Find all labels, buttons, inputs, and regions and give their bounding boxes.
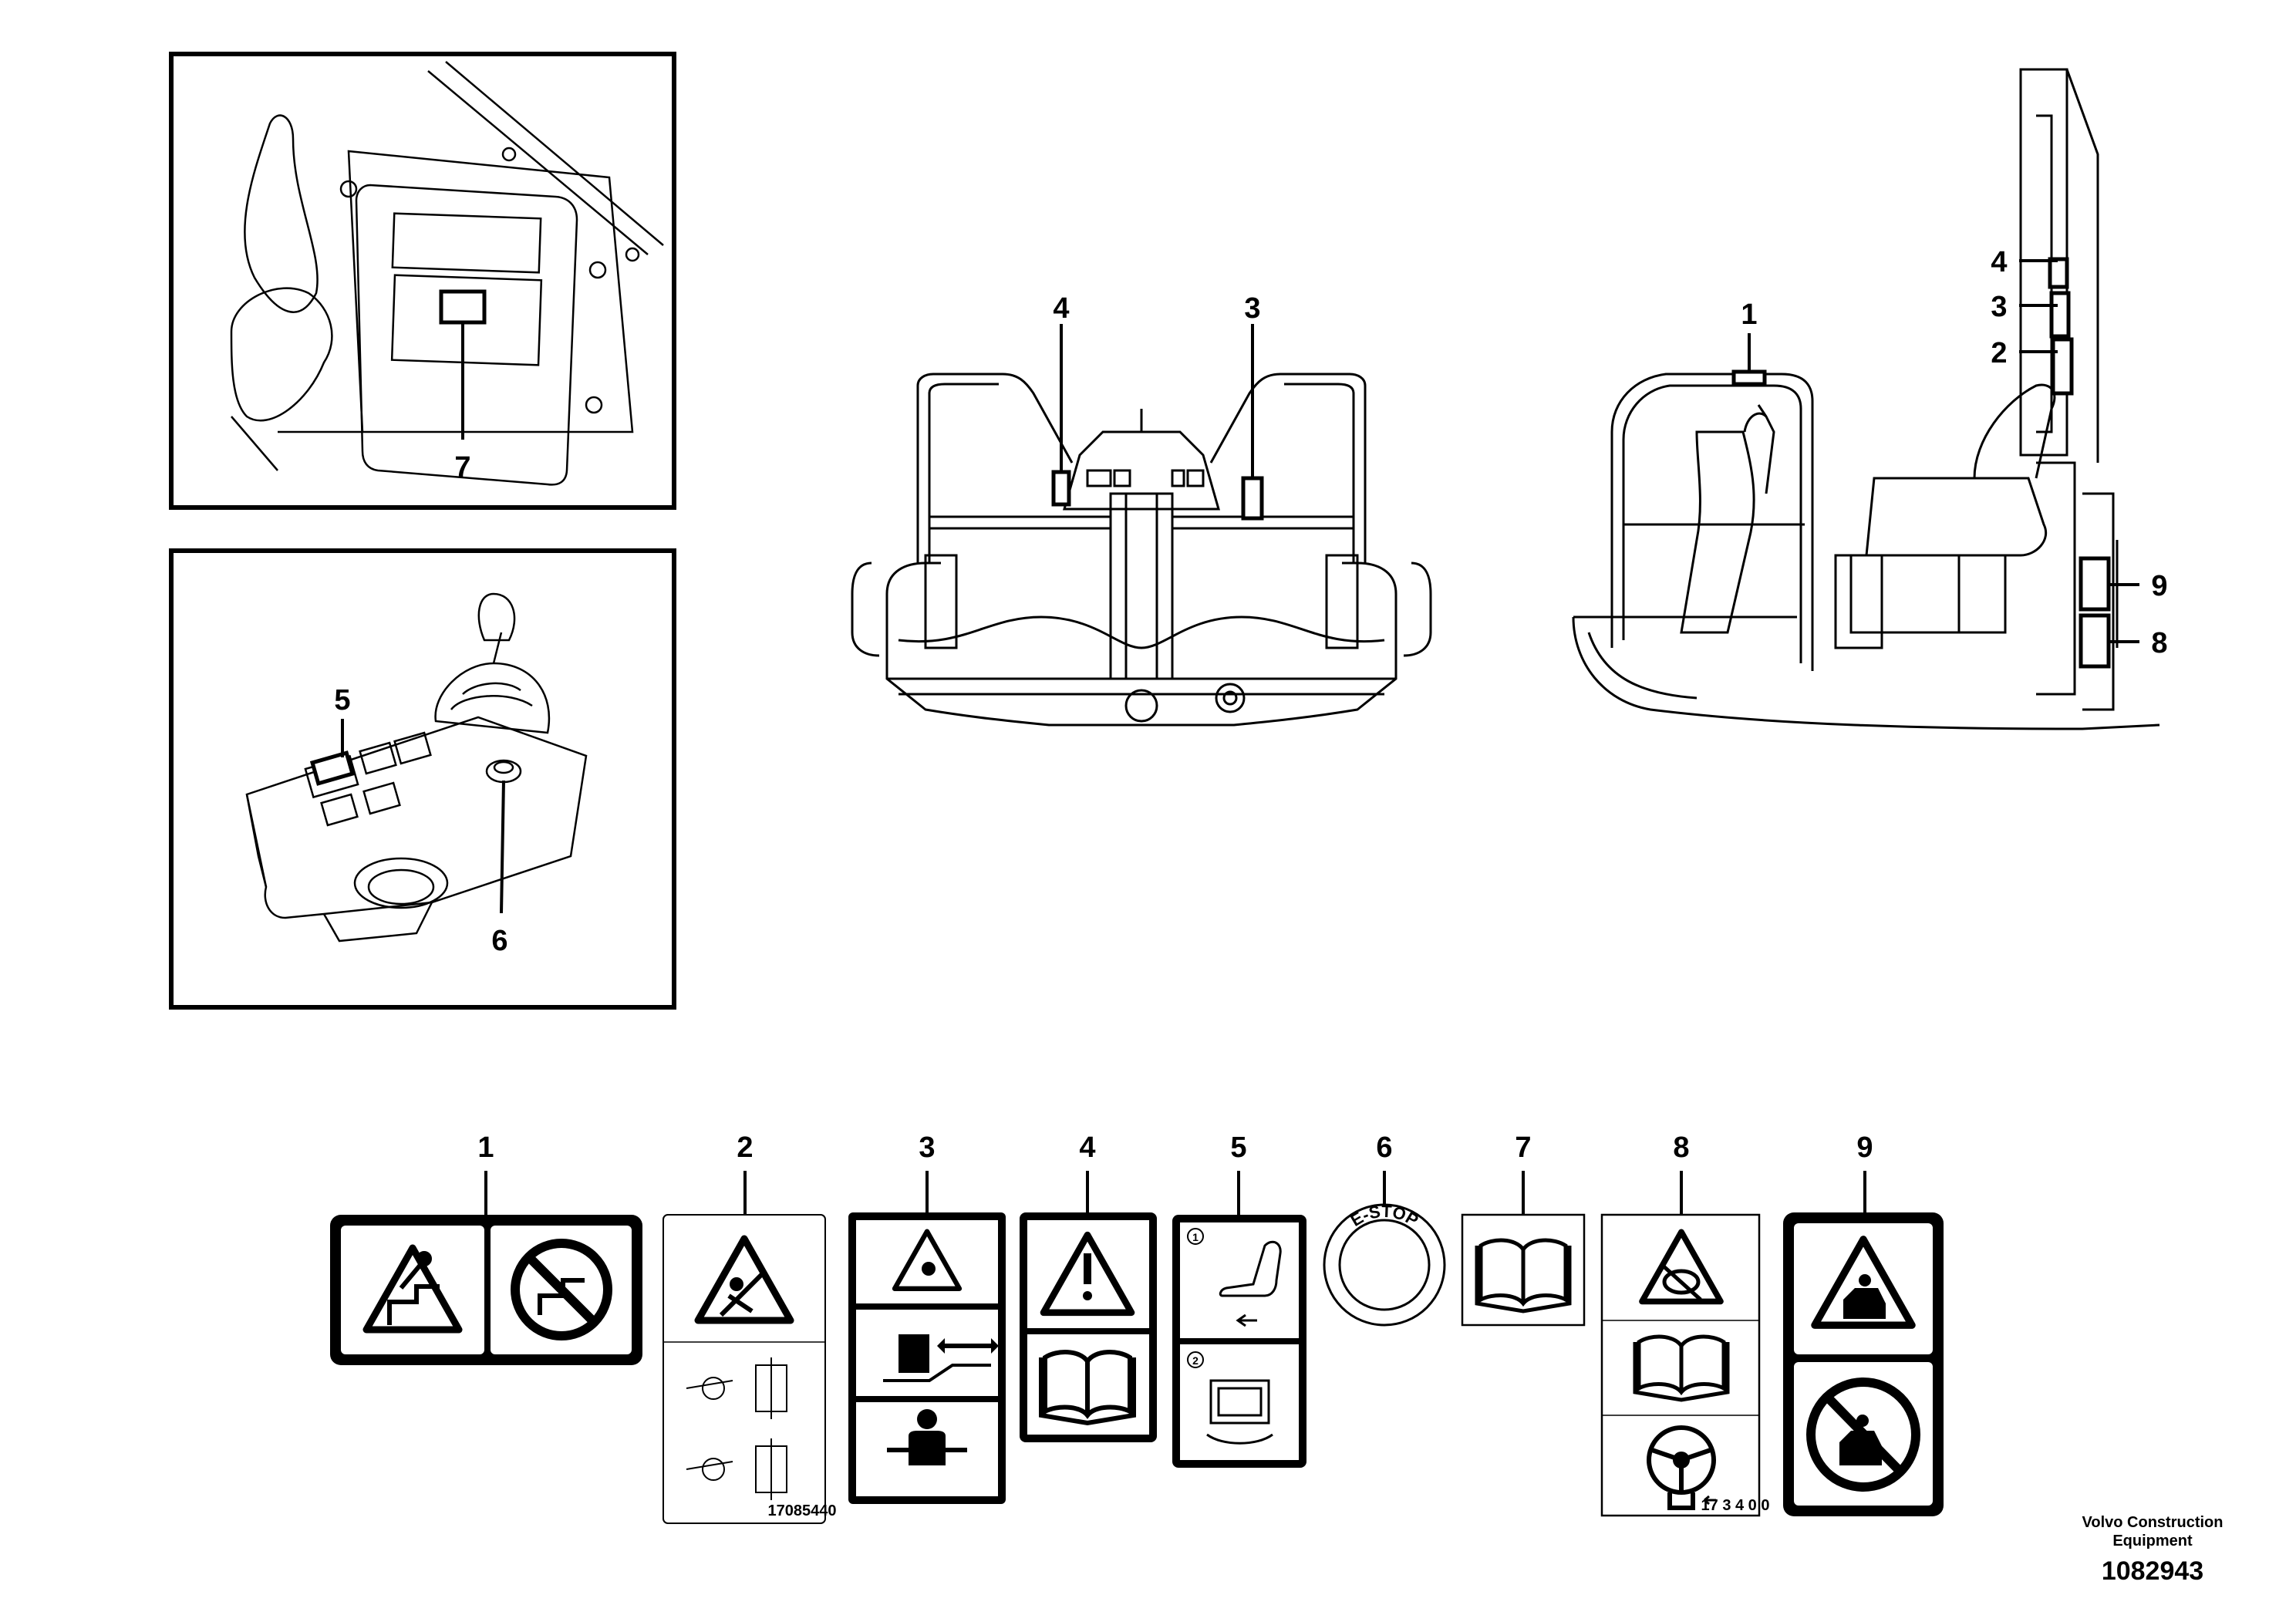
callout-label: 4 [1053, 292, 1069, 325]
side-view-operator-station: 1 4 3 2 9 8 [1572, 68, 2168, 730]
manual-book-icon [1039, 1350, 1136, 1426]
callout-label: 6 [491, 925, 507, 957]
decal-row: 1 2 3 4 5 6 7 8 9 [330, 1131, 1944, 1524]
callout-label: 3 [1991, 291, 2007, 323]
decal-part-number: 17 3 4 0 0 [1701, 1497, 1770, 1514]
callout-label: 1 [1741, 298, 1757, 331]
callout-label: 9 [2151, 570, 2167, 602]
decal-1-crush-warning [330, 1215, 642, 1365]
decal-label: 6 [1376, 1131, 1392, 1164]
decal-label: 1 [477, 1131, 494, 1164]
callout-label: 5 [334, 684, 350, 717]
callout-label: 4 [1991, 246, 2007, 278]
svg-text:1: 1 [1192, 1231, 1199, 1243]
decal-label: 7 [1515, 1131, 1531, 1164]
front-view-operator-station: 4 3 [851, 292, 1432, 727]
detail-box-ecu: 7 [169, 52, 676, 510]
decal-5-seat-adjust: 1 2 [1172, 1215, 1306, 1468]
decal-3-rollover-seatbelt [848, 1212, 1006, 1504]
svg-text:2: 2 [1192, 1354, 1199, 1367]
decal-part-number: 17085440 [768, 1502, 837, 1519]
brand-company-line2: Equipment [2112, 1533, 2193, 1549]
manual-book-icon [1633, 1334, 1730, 1402]
callout-label: 8 [2151, 627, 2167, 659]
decal-8-steering: 17 3 4 0 0 [1600, 1213, 1770, 1517]
prohibition-icon [511, 1239, 612, 1340]
drawing-part-number: 1082943 [2101, 1556, 2204, 1586]
callout-label: 2 [1991, 337, 2007, 369]
decal-label: 2 [737, 1131, 753, 1164]
seat-icon [1219, 1240, 1282, 1327]
decal-2-mast-warning: 17085440 [663, 1214, 837, 1524]
decal-label: 9 [1856, 1131, 1873, 1164]
decal-label: 5 [1230, 1131, 1246, 1164]
decal-6-estop: E-STOP [1323, 1202, 1446, 1327]
brand-company-line1: Volvo Construction [2082, 1514, 2224, 1531]
callout-label: 3 [1244, 292, 1260, 325]
manual-book-icon [1475, 1238, 1572, 1313]
decal-label: 3 [919, 1131, 935, 1164]
prohibition-icon [1806, 1378, 1920, 1492]
decal-7-manual [1461, 1213, 1586, 1327]
decal-9-cab-warning [1783, 1212, 1944, 1516]
steering-wheel-icon [1647, 1425, 1716, 1510]
decal-label: 8 [1673, 1131, 1689, 1164]
detail-box-joystick-console: 5 6 [169, 548, 676, 1010]
decal-4-read-manual [1020, 1212, 1157, 1442]
decal-label: 4 [1079, 1131, 1095, 1164]
brand-block: Volvo Construction Equipment 1082943 [2052, 1513, 2253, 1587]
callout-label: 7 [454, 451, 470, 484]
seat-belt-icon [887, 1409, 967, 1465]
